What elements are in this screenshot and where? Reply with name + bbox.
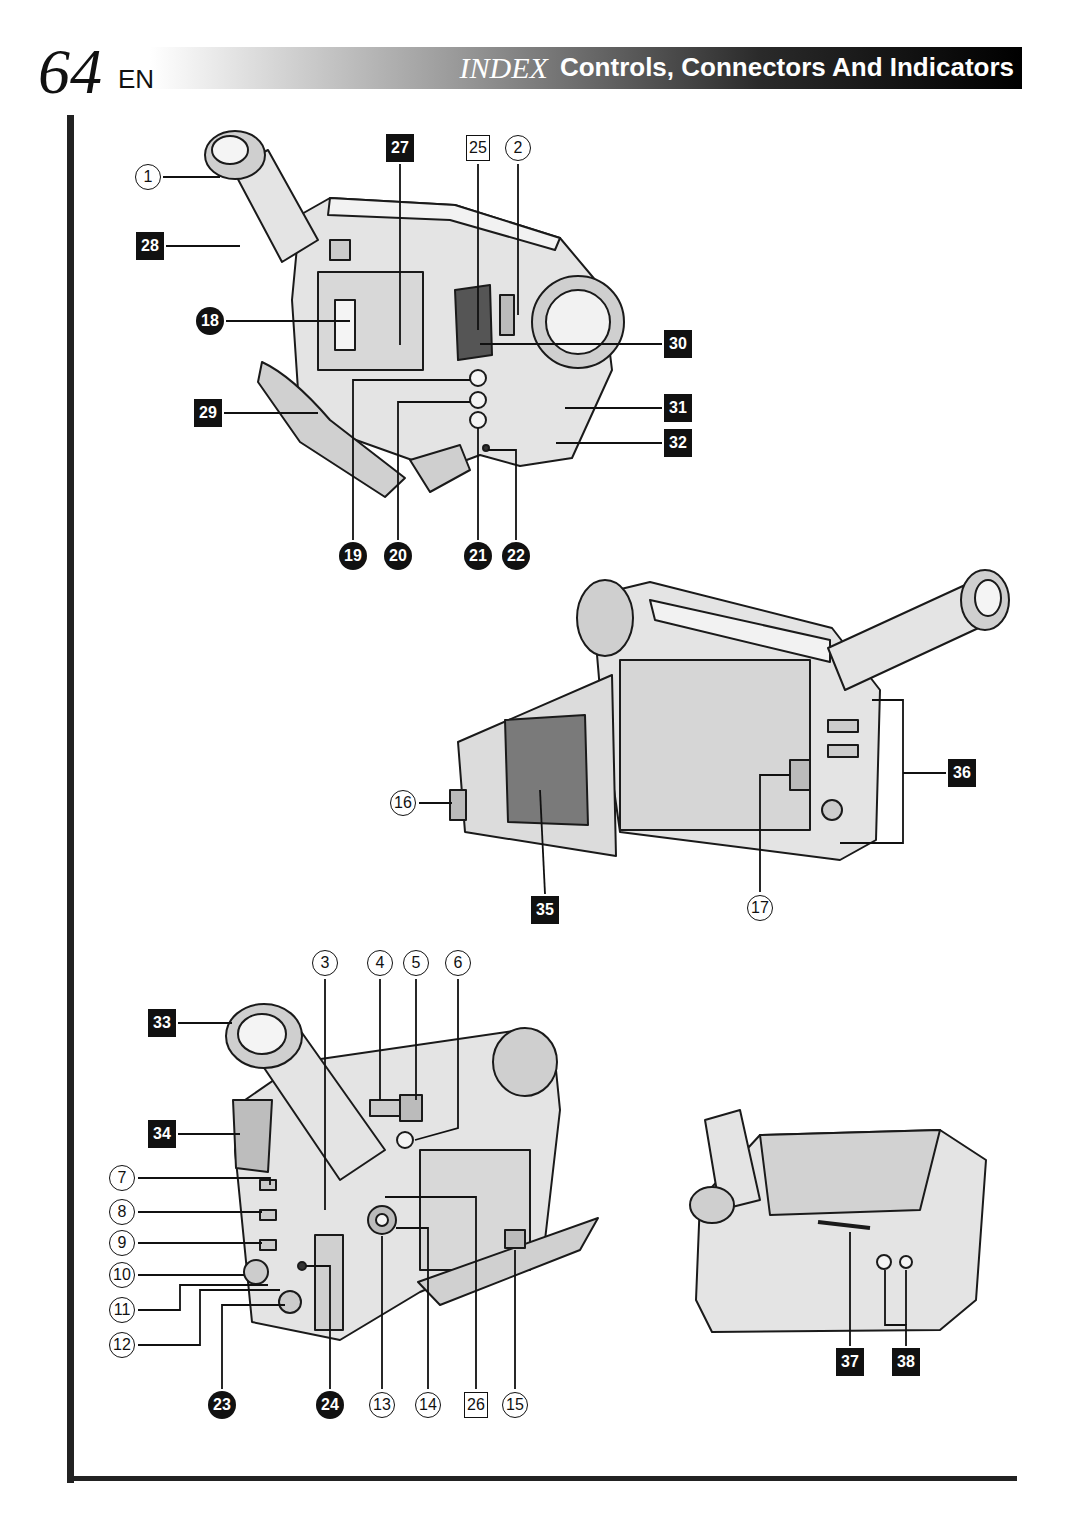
callout-number: 37 — [836, 1348, 864, 1376]
page-number: 64 — [38, 40, 102, 104]
callout-number: 31 — [664, 394, 692, 422]
camcorder-bottom-view — [690, 1110, 986, 1332]
callout-number: 25 — [466, 135, 490, 161]
callout-number: 23 — [208, 1391, 236, 1419]
callout-number: 2 — [505, 135, 531, 161]
callout-number: 27 — [386, 134, 414, 162]
callout-number: 30 — [664, 330, 692, 358]
callout-number: 3 — [312, 950, 338, 976]
camcorder-lcd-open-view — [450, 570, 1009, 860]
camcorder-rear-view — [226, 1004, 598, 1340]
callout-number: 34 — [148, 1120, 176, 1148]
callout-number: 8 — [109, 1199, 135, 1225]
page-border — [67, 1476, 1017, 1481]
callout-number: 15 — [502, 1392, 528, 1418]
callout-number: 9 — [109, 1230, 135, 1256]
callout-number: 1 — [135, 164, 161, 190]
callout-number: 22 — [502, 542, 530, 570]
callout-number: 24 — [316, 1391, 344, 1419]
callout-number: 28 — [136, 232, 164, 260]
header-bar — [150, 47, 1022, 89]
callout-number: 36 — [948, 759, 976, 787]
callout-number: 29 — [194, 399, 222, 427]
callout-number: 18 — [196, 307, 224, 335]
callout-number: 17 — [747, 895, 773, 921]
callout-number: 33 — [148, 1009, 176, 1037]
callout-number: 11 — [109, 1297, 135, 1323]
callout-number: 16 — [390, 790, 416, 816]
callout-number: 6 — [445, 950, 471, 976]
page-border — [67, 115, 74, 1483]
callout-number: 13 — [369, 1392, 395, 1418]
callout-number: 38 — [892, 1348, 920, 1376]
callout-number: 32 — [664, 429, 692, 457]
callout-number: 4 — [367, 950, 393, 976]
callout-number: 20 — [384, 542, 412, 570]
callout-number: 14 — [415, 1392, 441, 1418]
callout-number: 5 — [403, 950, 429, 976]
callout-number: 35 — [531, 896, 559, 924]
callout-number: 19 — [339, 542, 367, 570]
callout-number: 10 — [109, 1262, 135, 1288]
language-code: EN — [118, 66, 154, 92]
callout-number: 21 — [464, 542, 492, 570]
leader-lines — [138, 164, 946, 1389]
callout-number: 26 — [464, 1392, 488, 1418]
callout-number: 12 — [109, 1332, 135, 1358]
header-title: Controls, Connectors And Indicators — [560, 52, 1014, 83]
callout-number: 7 — [109, 1165, 135, 1191]
section-name: INDEX — [460, 53, 548, 83]
